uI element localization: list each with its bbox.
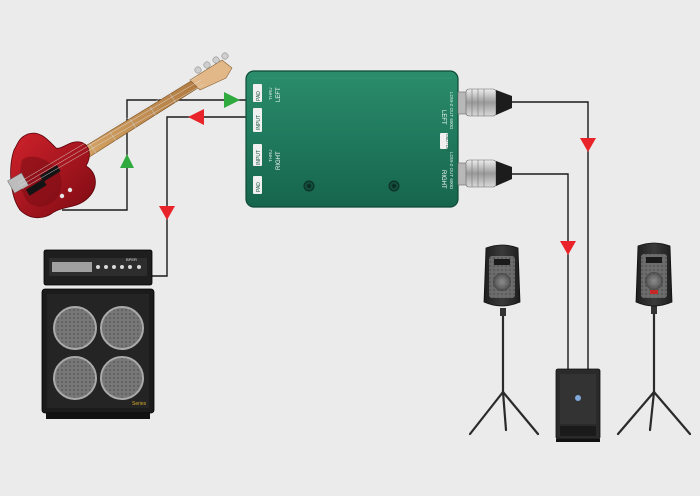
left-input-label: INPUT xyxy=(256,115,262,130)
xlr-connector-left[interactable] xyxy=(457,88,512,117)
bass-guitar-icon xyxy=(7,52,233,219)
left-output-sub-label: LOW-Z OUT 600Ω xyxy=(449,92,454,130)
right-output-panel: RIGHT LOW-Z OUT 600Ω xyxy=(440,152,454,190)
arrow-up-green xyxy=(120,154,134,168)
cable-right-out xyxy=(512,173,569,372)
di-box: PAD INPUT THRU LEFT INPUT PAD THRU RIGHT… xyxy=(245,70,459,208)
left-pad-label: PAD xyxy=(256,91,262,101)
right-output-label: RIGHT xyxy=(440,170,446,189)
right-output-sub-label: LOW-Z OUT 600Ω xyxy=(449,152,454,190)
left-output-label: LEFT xyxy=(440,110,446,125)
ground-lift-label: GND / LIFT xyxy=(445,134,449,153)
right-input-label: INPUT xyxy=(256,150,262,165)
subwoofer-logo xyxy=(575,395,581,401)
bass-amp-icon: BPER Series xyxy=(41,249,155,419)
right-pad-switch[interactable] xyxy=(253,176,262,194)
left-output-panel: LEFT LOW-Z OUT 600Ω GND / LIFT xyxy=(440,92,454,153)
subwoofer-icon xyxy=(555,368,601,442)
pa-speaker-left xyxy=(468,244,540,436)
arrow-left-red xyxy=(188,109,204,125)
left-input-panel: PAD INPUT THRU LEFT xyxy=(253,84,282,132)
ground-lift-switch[interactable] xyxy=(440,133,448,149)
arrow-down-red-right-out xyxy=(560,241,576,255)
amp-brand-label: BPER xyxy=(126,257,137,262)
right-thru-label: THRU xyxy=(268,150,273,163)
cabinet-badge-label: Series xyxy=(132,401,147,407)
xlr-connector-right[interactable] xyxy=(457,159,512,188)
right-input-panel: INPUT PAD THRU RIGHT xyxy=(253,144,282,194)
right-channel-label: RIGHT xyxy=(276,151,282,170)
left-input-jack[interactable] xyxy=(253,108,262,132)
arrow-right-green xyxy=(224,92,240,108)
pa-speaker-right xyxy=(616,242,692,436)
signal-arrows xyxy=(120,92,596,255)
di-box-body xyxy=(245,70,459,208)
right-input-jack[interactable] xyxy=(253,144,262,166)
left-pad-switch[interactable] xyxy=(253,84,262,102)
cabinet-woofers xyxy=(53,306,144,400)
cable-di-thru-to-amp xyxy=(152,116,248,277)
left-channel-label: LEFT xyxy=(276,87,282,102)
cable-left-out xyxy=(512,101,589,372)
left-thru-label: THRU xyxy=(268,88,273,101)
right-pad-label: PAD xyxy=(256,182,262,192)
arrow-down-red-left-out xyxy=(580,138,596,152)
arrow-down-red-amp xyxy=(159,206,175,220)
